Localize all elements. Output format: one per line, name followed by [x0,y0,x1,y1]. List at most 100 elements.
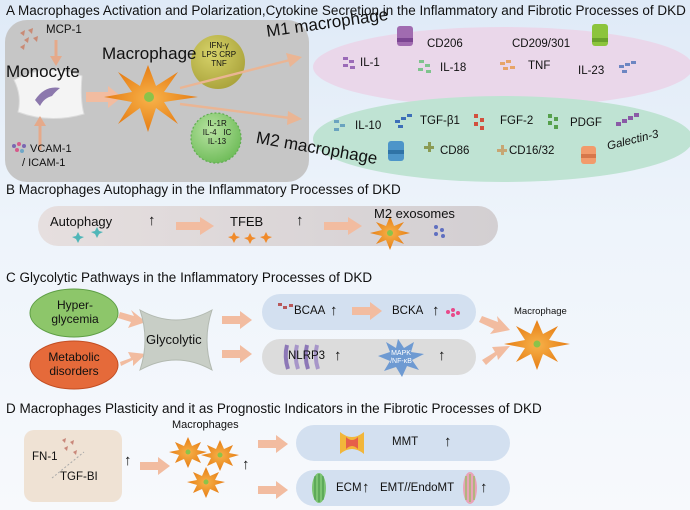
receptor-green-icon [592,24,608,46]
macrophages-label: Macrophages [172,419,239,431]
mcp1-particles-icon [20,28,38,50]
macrophages-up-arrow: ↑ [242,456,250,473]
exosome-particles-icon [434,225,445,238]
stimulus-ifng: IFN-γ [209,41,229,50]
cytokine-pdgf: PDGF [570,117,602,129]
marker-cd86: CD86 [440,145,470,157]
ecm-cell-icon [312,473,326,503]
bcka-label: BCKA [392,305,424,317]
metabolic-label: Metabolic disorders [48,350,100,378]
bcaa-particles-icon [278,303,293,309]
stimulus-lps: LPS [201,50,217,59]
c-macrophage-label: Macrophage [514,306,567,317]
ecm-up-arrow: ↑ [362,479,370,496]
tfeb-cells-icon [228,232,272,244]
stimulus-il13: IL-13 [207,137,227,146]
bcka-particles-icon [446,308,460,317]
mapk-up-arrow: ↑ [438,347,446,364]
tnf-particles-icon [500,60,515,70]
fn1-particles-icon [62,438,77,455]
tfeb-up-arrow: ↑ [296,212,304,229]
bcaa-label: BCAA [294,305,326,317]
stimulus-tnf: TNF [211,59,227,68]
il10-particles-icon [334,120,345,131]
autophagy-label: Autophagy [50,214,113,229]
section-d-title: D Macrophages Plasticity and it as Progn… [6,401,542,416]
fn1-up-arrow: ↑ [124,452,132,469]
fgf2-particles-icon [548,114,558,129]
cytokine-fgf2: FGF-2 [500,115,534,127]
mmt-label: MMT [392,436,419,448]
cd1632-cross-icon [497,145,507,155]
mmt-up-arrow: ↑ [444,433,452,450]
cytokine-il10: IL-10 [355,120,382,132]
arrow-to-m1 [179,58,291,90]
cytokine-il23: IL-23 [578,65,605,77]
d-macrophages-icon [169,437,239,498]
nlrp3-wave-icon [283,344,320,370]
exosomes-label: M2 exosomes [374,206,455,221]
c-macrophage-cell [504,320,570,370]
cd86-cross-icon [424,142,434,152]
pdgf-particles-icon [616,113,639,126]
cytokine-tgfb1: TGF-β1 [420,115,460,127]
mapk-burst-icon [378,339,424,377]
autophagy-up-arrow: ↑ [148,212,156,229]
mmt-pill [296,425,510,461]
hyperglycemia-label: Hyper- glycemia [51,298,99,326]
receptor-purple-icon [397,26,413,46]
cytokine-il1: IL-1 [360,57,380,69]
m1-ellipse [313,27,690,107]
vcam-label: VCAM-1 [30,143,72,155]
m2-stimuli-text: IL-1R IL-4 IC IL-13 [198,119,236,146]
ecm-label: ECM [336,482,362,494]
section-c-title: C Glycolytic Pathways in the Inflammator… [6,270,373,285]
section-b-title: B Macrophages Autophagy in the Inflammat… [6,182,401,197]
arrow-to-m2 [179,102,291,120]
arrow-c-down [222,345,252,363]
bcka-up-arrow: ↑ [432,302,440,319]
emt-label: EMT//EndoMT [380,482,455,494]
stimulus-il4: IL-4 [202,128,217,137]
stimulus-ic: IC [223,128,232,137]
arrow-c-up [222,311,252,329]
arrow-c-meta [120,352,146,366]
arrow-b2 [324,217,362,235]
macrophage-cell [104,65,198,132]
il1-particles-icon [343,57,355,69]
ecm-pill [296,470,510,506]
hyperglycemia-ellipse [29,288,119,338]
glycolytic-label: Glycolytic [146,332,202,347]
mapk-label: MAPK /NF-κB [390,350,412,365]
exosome-macrophage-icon [370,216,410,250]
arrow-b1 [176,217,214,235]
arrow-c-hyper [118,310,146,328]
mmt-cell-icon [340,432,364,454]
glycolytic-shape [139,308,213,372]
tgfb1-particles-icon [395,114,412,128]
receptor-orange-icon [581,146,596,164]
monocyte-label: Monocyte [6,62,80,81]
vcam-molecules-icon [12,142,26,153]
m1-stimuli-text: IFN-γ LPS CRP TNF [200,41,238,68]
emt-up-arrow: ↑ [480,479,488,496]
metabolic-ellipse [29,340,119,390]
icam-label: / ICAM-1 [22,157,66,169]
bcaa-up-arrow: ↑ [330,302,338,319]
autophagy-cells-icon [72,227,103,243]
il23-particles-icon [619,61,636,73]
nlrp3-up-arrow: ↑ [334,347,342,364]
monocyte-nucleus [35,87,60,106]
il18-particles-icon [418,60,431,73]
fn1-divider [51,451,85,479]
marker-cd206: CD206 [427,38,463,50]
stimulus-il1r: IL-1R [207,119,227,128]
tfeb-label: TFEB [230,214,264,229]
m2-stimulus-circle [190,112,242,164]
receptor-blue-icon [388,141,404,161]
mcp1-label: MCP-1 [46,24,82,36]
arrow-c-out2 [482,346,510,365]
stimulus-crp: CRP [219,50,237,59]
emt-cell-icon [463,472,477,504]
